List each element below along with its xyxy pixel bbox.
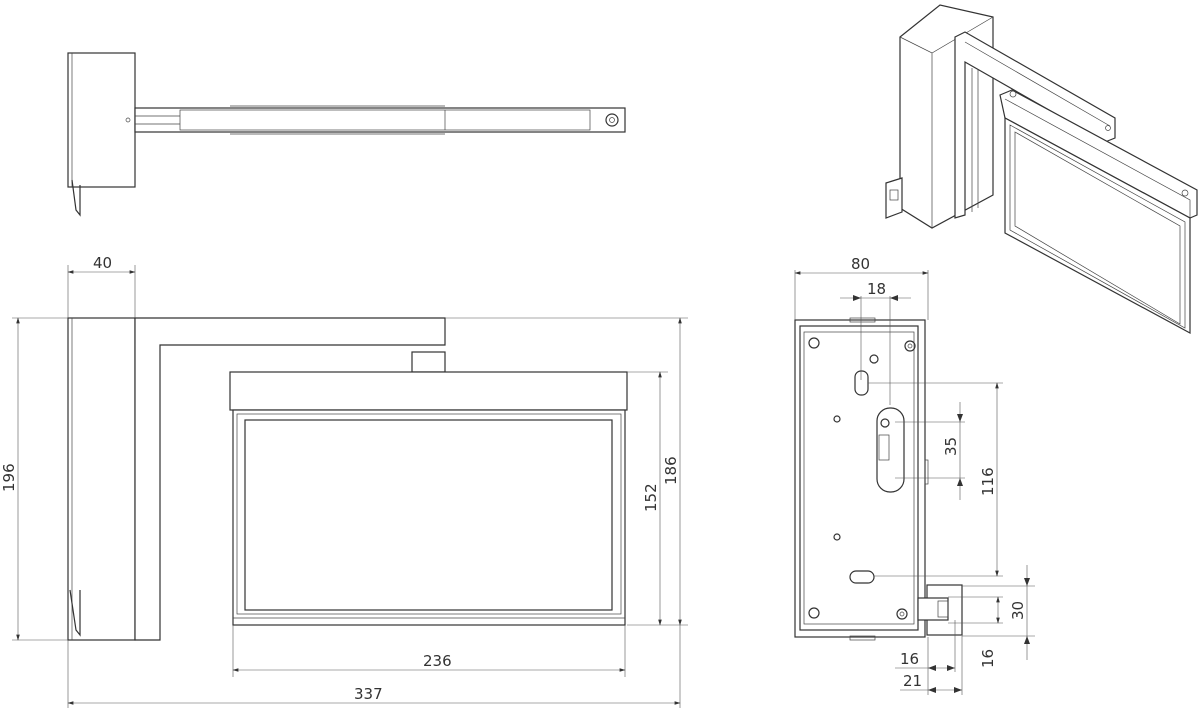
dim-18: 18: [867, 280, 886, 298]
isometric-view: [885, 4, 1198, 335]
dim-236: 236: [423, 652, 452, 670]
dim-116: 116: [979, 467, 997, 496]
dim-21: 21: [903, 672, 922, 690]
dim-337: 337: [354, 685, 383, 703]
front-dimensions: 40 196 186 152 236 337: [0, 254, 688, 708]
front-view: [67, 317, 628, 641]
dim-40: 40: [93, 254, 112, 272]
dim-30: 30: [1009, 601, 1027, 620]
dim-80: 80: [851, 255, 870, 273]
rear-dimensions: 80 18 35 116 30 16 16 21: [794, 255, 1035, 695]
dim-152: 152: [642, 483, 660, 512]
top-view: [67, 52, 626, 217]
dim-196: 196: [0, 463, 18, 492]
dim-35: 35: [942, 437, 960, 456]
dim-186: 186: [662, 456, 680, 485]
dim-16-horizontal: 16: [900, 650, 919, 668]
dim-16-vertical: 16: [979, 649, 997, 668]
rear-view: [794, 317, 963, 641]
